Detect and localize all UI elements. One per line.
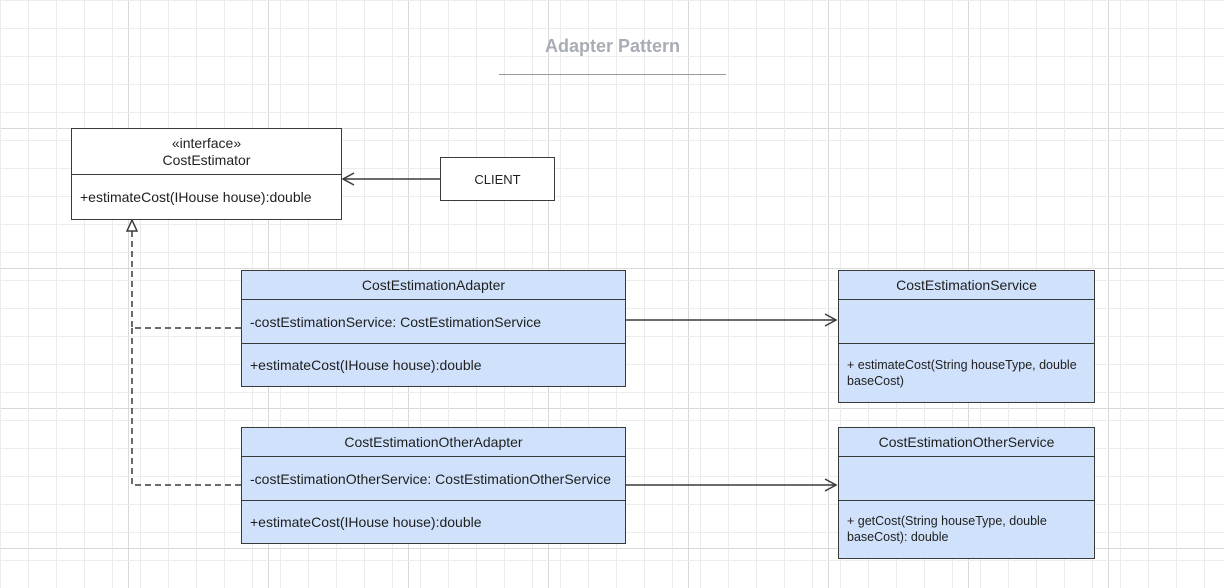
- class-header: «interface» CostEstimator: [72, 129, 341, 175]
- method-section: +estimateCost(IHouse house):double: [242, 501, 625, 542]
- method-label: +estimateCost(IHouse house):double: [80, 188, 312, 205]
- class-header: CostEstimationOtherAdapter: [242, 428, 625, 457]
- method-label: +estimateCost(IHouse house):double: [250, 513, 482, 530]
- method-label: + getCost(String houseType, double baseC…: [847, 514, 1047, 544]
- class-name: CostEstimationOtherAdapter: [344, 433, 523, 450]
- attribute-section: -costEstimationService: CostEstimationSe…: [242, 300, 625, 344]
- cost-estimation-other-service-class[interactable]: CostEstimationOtherService + getCost(Str…: [838, 427, 1095, 559]
- method-label: +estimateCost(IHouse house):double: [250, 356, 482, 373]
- attribute-label: -costEstimationService: CostEstimationSe…: [250, 313, 541, 330]
- cost-estimation-adapter-class[interactable]: CostEstimationAdapter -costEstimationSer…: [241, 270, 626, 387]
- attribute-section: -costEstimationOtherService: CostEstimat…: [242, 457, 625, 501]
- realization-triangle: [125, 218, 139, 232]
- class-name: CostEstimationService: [896, 276, 1037, 293]
- class-name: CostEstimationAdapter: [361, 276, 506, 293]
- diagram-title: Adapter Pattern: [544, 36, 681, 56]
- stereotype-label: «interface»: [171, 134, 242, 151]
- class-header: CostEstimationOtherService: [839, 428, 1094, 457]
- method-label: + estimateCost(String houseType, double …: [847, 357, 1077, 388]
- class-name: CostEstimationOtherService: [878, 433, 1055, 450]
- cost-estimation-other-adapter-class[interactable]: CostEstimationOtherAdapter -costEstimati…: [241, 427, 626, 544]
- attribute-section: [839, 457, 1094, 501]
- attribute-label: -costEstimationOtherService: CostEstimat…: [250, 470, 612, 487]
- attribute-section: [839, 300, 1094, 344]
- cost-estimation-service-class[interactable]: CostEstimationService + estimateCost(Str…: [838, 270, 1095, 403]
- class-header: CostEstimationService: [839, 271, 1094, 300]
- class-name: CostEstimator: [162, 151, 251, 168]
- realization-line-adapter: [131, 228, 241, 329]
- cost-estimator-interface[interactable]: «interface» CostEstimator +estimateCost(…: [71, 128, 342, 220]
- method-section: + getCost(String houseType, double baseC…: [839, 501, 1094, 557]
- realization-line-other-adapter: [131, 328, 241, 486]
- method-section: +estimateCost(IHouse house):double: [242, 344, 625, 385]
- client-box[interactable]: CLIENT: [440, 157, 555, 201]
- method-section: +estimateCost(IHouse house):double: [72, 175, 341, 218]
- method-section: + estimateCost(String houseType, double …: [839, 344, 1094, 401]
- client-label: CLIENT: [474, 171, 521, 187]
- title-underline: [499, 74, 726, 75]
- class-header: CostEstimationAdapter: [242, 271, 625, 300]
